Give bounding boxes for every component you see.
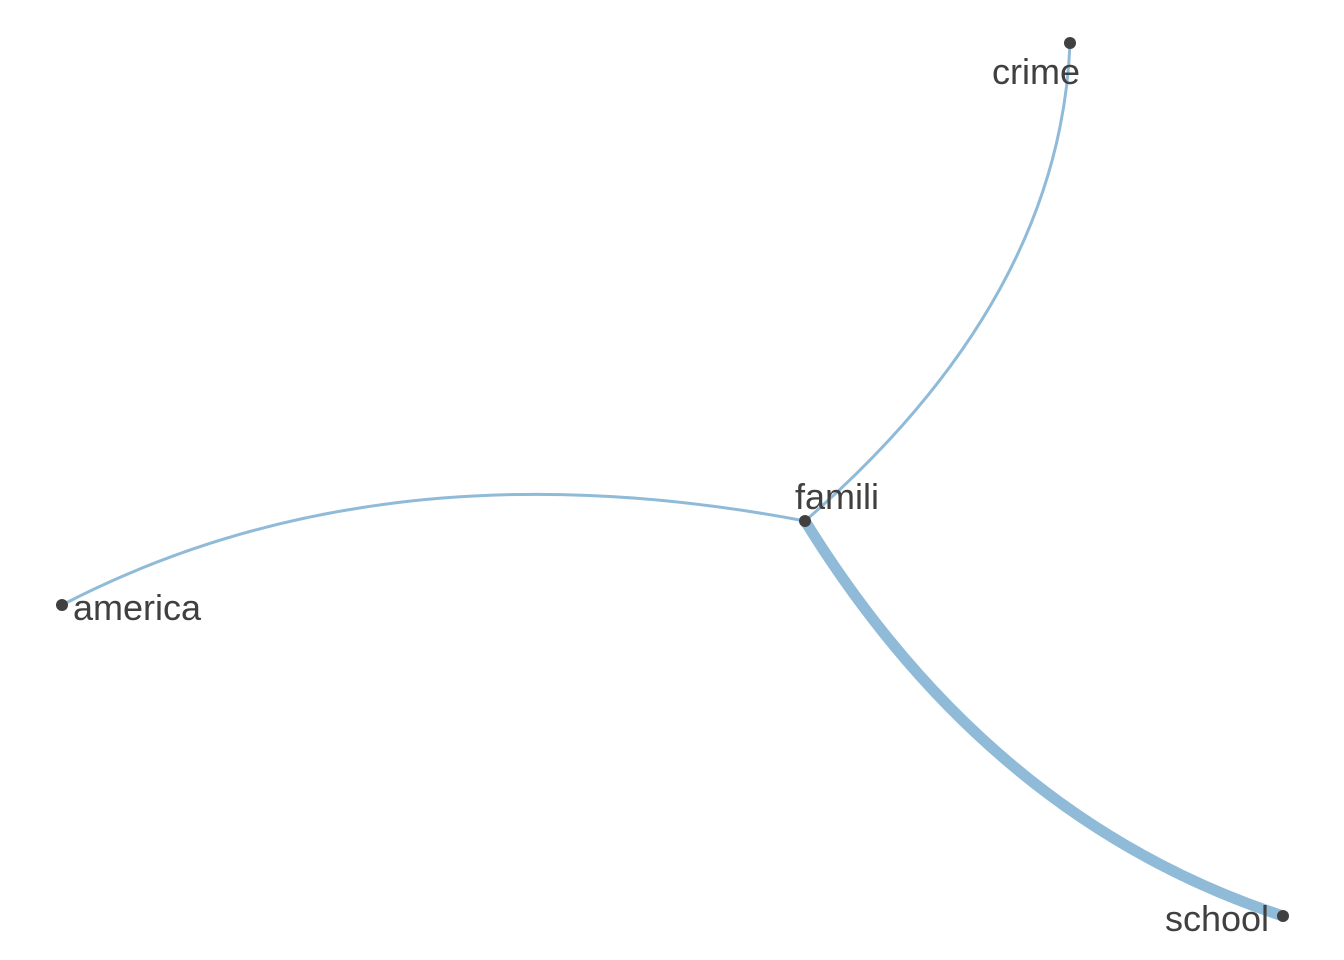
node-famili-dot[interactable] xyxy=(799,515,811,527)
node-america-dot[interactable] xyxy=(56,599,68,611)
node-school-label: school xyxy=(1165,898,1269,939)
edge-famili-america xyxy=(60,492,807,607)
node-famili-label: famili xyxy=(795,476,879,517)
node-crime-label: crime xyxy=(992,51,1080,92)
node-school-dot[interactable] xyxy=(1277,910,1289,922)
node-america-label: america xyxy=(73,587,202,628)
node-crime-dot[interactable] xyxy=(1064,37,1076,49)
edge-famili-crime xyxy=(803,41,1072,523)
edge-famili-school xyxy=(799,515,1289,922)
